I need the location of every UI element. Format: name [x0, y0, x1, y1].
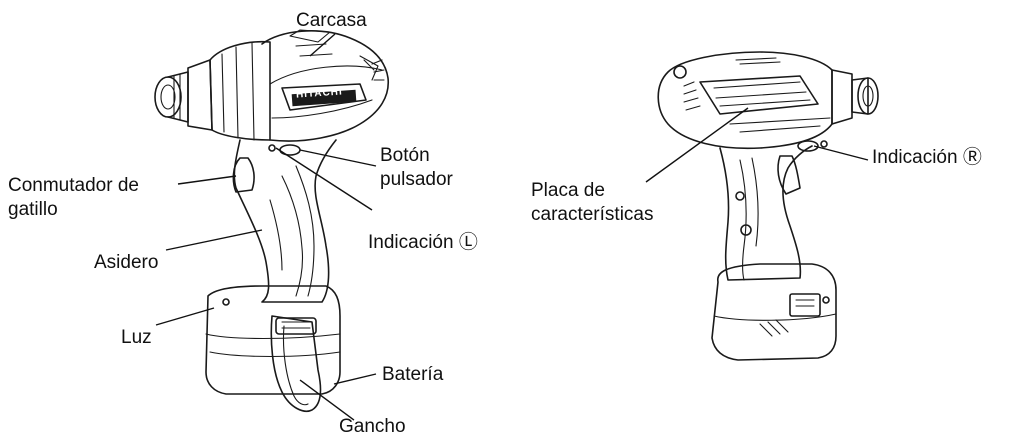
label-conmutador-line1: Conmutador de — [8, 175, 139, 197]
label-indicacion-l: Indicación Ⓛ — [368, 232, 478, 254]
label-conmutador-line2: gatillo — [8, 199, 58, 221]
label-boton-line2: pulsador — [380, 169, 453, 191]
belt-hook-left — [271, 316, 320, 411]
label-placa-line1: Placa de — [531, 180, 605, 202]
label-boton-line1: Botón — [380, 145, 430, 167]
grip-left — [234, 140, 336, 302]
leader-lines-right — [646, 108, 868, 182]
label-carcasa: Carcasa — [296, 10, 367, 32]
push-button-left — [280, 145, 300, 155]
chuck-right — [832, 70, 878, 124]
hammer-case-left — [210, 42, 270, 140]
label-asidero: Asidero — [94, 252, 158, 274]
trigger-right — [778, 156, 800, 194]
impact-driver-right-icon — [658, 52, 878, 360]
impact-driver-left-icon — [155, 30, 388, 411]
label-luz: Luz — [121, 327, 152, 349]
label-gancho: Gancho — [339, 416, 406, 438]
label-indicacion-r: Indicación Ⓡ — [872, 147, 982, 169]
label-bateria: Batería — [382, 364, 443, 386]
chuck-left — [155, 60, 212, 130]
label-placa-line2: características — [531, 204, 653, 226]
grip-right — [720, 146, 812, 280]
